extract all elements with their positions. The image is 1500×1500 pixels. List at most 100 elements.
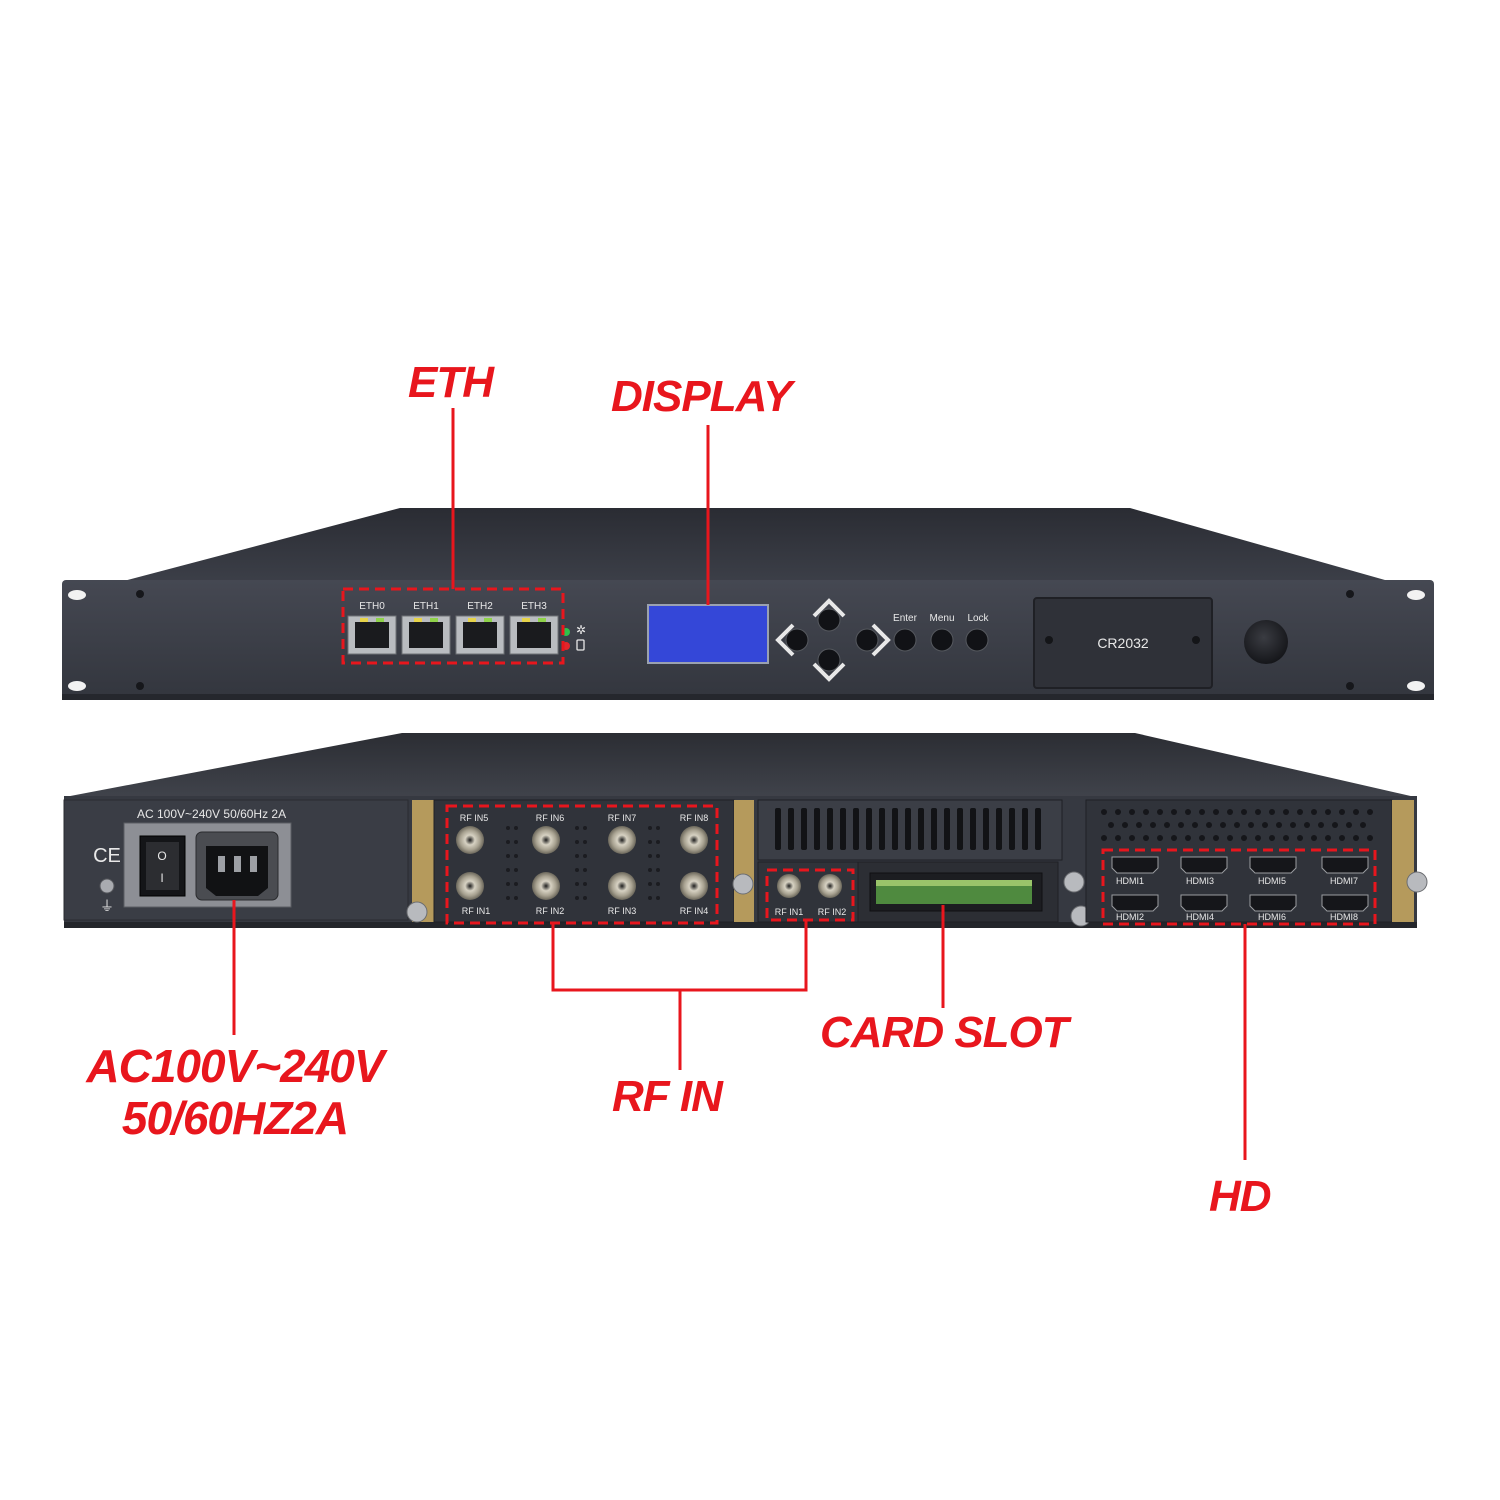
power-module: AC 100V~240V 50/60Hz 2A CE O I ⏚: [63, 799, 409, 921]
card-slot[interactable]: [869, 872, 1043, 912]
front-unit: ETH0 ETH1 ETH2 ETH3 ✲: [62, 508, 1434, 700]
eth-callout: ETH: [408, 358, 494, 407]
hdmi-label: HDMI6: [1258, 912, 1286, 922]
rf-connector[interactable]: [608, 872, 636, 900]
nav-keypad: Enter Menu Lock: [775, 598, 990, 682]
ground-terminal: [99, 878, 115, 894]
rf-input-label: RF IN5: [460, 813, 489, 823]
thumb-screw[interactable]: [1406, 871, 1428, 893]
thumb-screw[interactable]: [406, 901, 428, 923]
rear-top-cover: [65, 733, 1415, 797]
svg-text:O: O: [157, 849, 166, 863]
lock-button[interactable]: [965, 628, 989, 652]
arrow-up-button[interactable]: [812, 598, 846, 632]
hdmi-label: HDMI7: [1330, 876, 1358, 886]
rf-connector[interactable]: [680, 872, 708, 900]
light-bulb-icon: ✲: [576, 623, 586, 637]
hd-callout: HD: [1209, 1172, 1272, 1221]
rf-input-label: RF IN7: [608, 813, 637, 823]
menu-button[interactable]: [930, 628, 954, 652]
callout-leader-lines: [232, 408, 1247, 1160]
ac-power-callout-line1: AC100V~240V: [86, 1040, 384, 1092]
rf-in-callout: RF IN: [612, 1072, 723, 1121]
rf-connector[interactable]: [532, 872, 560, 900]
arrow-down-button[interactable]: [812, 648, 846, 682]
display-callout: DISPLAY: [611, 372, 792, 421]
hdmi-port[interactable]: [1111, 894, 1159, 912]
power-rating-label: AC 100V~240V 50/60Hz 2A: [137, 807, 286, 821]
rf-connector[interactable]: [608, 826, 636, 854]
ac-power-callout: AC100V~240V 50/60HZ2A: [55, 1040, 415, 1144]
rf-connector[interactable]: [456, 826, 484, 854]
hdmi-port[interactable]: [1180, 856, 1228, 874]
hdmi-port-group: [1111, 856, 1369, 912]
middle-module: RF IN1 RF IN2: [757, 799, 1092, 927]
vent-holes: [1101, 809, 1373, 841]
lock-label: Lock: [967, 613, 989, 624]
rf-input-label: RF IN3: [608, 906, 637, 916]
eth-port-label: ETH2: [467, 601, 493, 612]
rf-connector[interactable]: [818, 874, 842, 898]
thumb-screw[interactable]: [1063, 871, 1085, 893]
hdmi-port[interactable]: [1249, 894, 1297, 912]
ac-power-callout-line2: 50/60HZ2A: [121, 1092, 349, 1144]
rear-unit: AC 100V~240V 50/60Hz 2A CE O I ⏚: [63, 733, 1428, 928]
hdmi-port[interactable]: [1111, 856, 1159, 874]
lcd-display: [647, 604, 769, 664]
rf-connector[interactable]: [777, 874, 801, 898]
thumb-screw[interactable]: [732, 873, 754, 895]
ethernet-port-group: [347, 615, 559, 655]
front-top-cover: [120, 508, 1392, 582]
rack-mount-holes: [68, 590, 1425, 691]
eth-port-label: ETH1: [413, 601, 439, 612]
mounting-bracket: [1392, 800, 1414, 922]
hdmi-port[interactable]: [1321, 856, 1369, 874]
enter-label: Enter: [893, 613, 918, 624]
hdmi-port[interactable]: [1321, 894, 1369, 912]
hdmi-label: HDMI3: [1186, 876, 1214, 886]
ethernet-port[interactable]: [401, 615, 451, 655]
hdmi-label: HDMI4: [1186, 912, 1214, 922]
hdmi-port[interactable]: [1249, 856, 1297, 874]
rf-in-highlight-box: [445, 804, 719, 925]
iec-power-inlet[interactable]: [195, 831, 279, 901]
ethernet-port[interactable]: [509, 615, 559, 655]
menu-label: Menu: [929, 613, 954, 624]
card-slot-callout: CARD SLOT: [820, 1008, 1069, 1057]
hdmi-label: HDMI5: [1258, 876, 1286, 886]
front-screws: [136, 590, 1354, 690]
battery-cover: CR2032: [1033, 597, 1213, 689]
rf-input-label: RF IN8: [680, 813, 709, 823]
hdmi-label: HDMI1: [1116, 876, 1144, 886]
ground-icon: ⏚: [100, 898, 114, 914]
vent-holes: [506, 826, 660, 900]
ethernet-port[interactable]: [347, 615, 397, 655]
rf-connector[interactable]: [532, 826, 560, 854]
enter-button[interactable]: [893, 628, 917, 652]
rf-input-label: RF IN6: [536, 813, 565, 823]
battery-label: CR2032: [1097, 635, 1149, 651]
rf-connector[interactable]: [680, 826, 708, 854]
power-knob[interactable]: [1244, 620, 1288, 664]
svg-text:I: I: [160, 871, 163, 885]
ethernet-port[interactable]: [455, 615, 505, 655]
rf-connector[interactable]: [456, 872, 484, 900]
arrow-left-button[interactable]: [775, 623, 809, 657]
rf-connector-group: [456, 826, 708, 900]
eth-port-label: ETH3: [521, 601, 547, 612]
hdmi-port[interactable]: [1180, 894, 1228, 912]
ce-mark: CE: [93, 845, 121, 867]
arrow-right-button[interactable]: [855, 623, 891, 657]
rf-input-label: RF IN4: [680, 906, 709, 916]
mounting-bracket: [734, 800, 754, 922]
rf-in-small-highlight-box: [765, 868, 855, 922]
eth-port-label: ETH0: [359, 601, 385, 612]
rf-input-label: RF IN1: [462, 906, 491, 916]
hdmi-label: HDMI8: [1330, 912, 1358, 922]
rf-in-bracket-line: [551, 920, 808, 992]
rf-input-label: RF IN2: [818, 907, 847, 917]
battery-icon: [576, 639, 585, 651]
power-switch[interactable]: O I: [139, 835, 186, 897]
vent-slots: [775, 808, 1041, 850]
